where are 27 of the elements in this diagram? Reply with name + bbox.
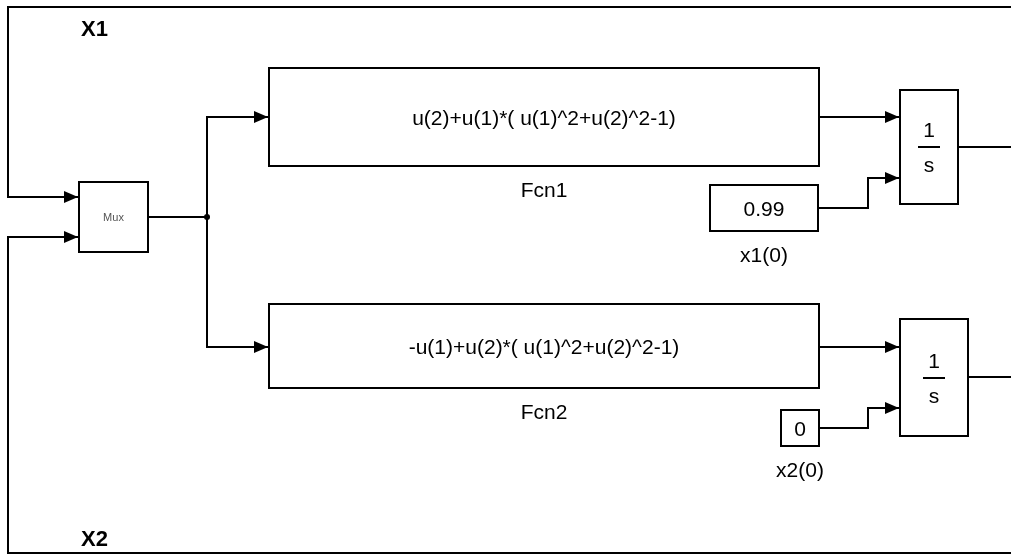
function-block: [268, 67, 820, 167]
signal-line: [819, 341, 900, 353]
block-name: Fcn1: [520, 179, 568, 200]
integrator-block: [899, 318, 969, 437]
signal-line: [7, 6, 1011, 203]
numerator: 1: [928, 349, 940, 371]
numerator: 1: [923, 119, 935, 140]
signal-line: [819, 402, 900, 429]
constant-block: [780, 409, 820, 447]
integrator-block: [899, 89, 959, 205]
block-name: x1(0): [740, 244, 788, 265]
signal-line: [818, 172, 900, 209]
block-label: Mux: [103, 211, 124, 223]
constant-value: 0.99: [743, 197, 785, 219]
constant-block: [709, 184, 819, 232]
constant-value: 0: [794, 417, 806, 439]
signal-line: [819, 111, 900, 123]
denominator: s: [928, 384, 940, 406]
signal-line: [7, 231, 1011, 554]
denominator: s: [923, 154, 935, 175]
function-block: [268, 303, 820, 389]
mux-block: [78, 181, 149, 253]
function-expression: u(2)+u(1)*( u(1)^2+u(2)^2-1): [412, 106, 676, 128]
block-name: Fcn2: [520, 401, 568, 422]
block-name: x2(0): [776, 459, 824, 480]
function-expression: -u(1)+u(2)*( u(1)^2+u(2)^2-1): [408, 335, 680, 357]
signal-line: [148, 216, 269, 353]
